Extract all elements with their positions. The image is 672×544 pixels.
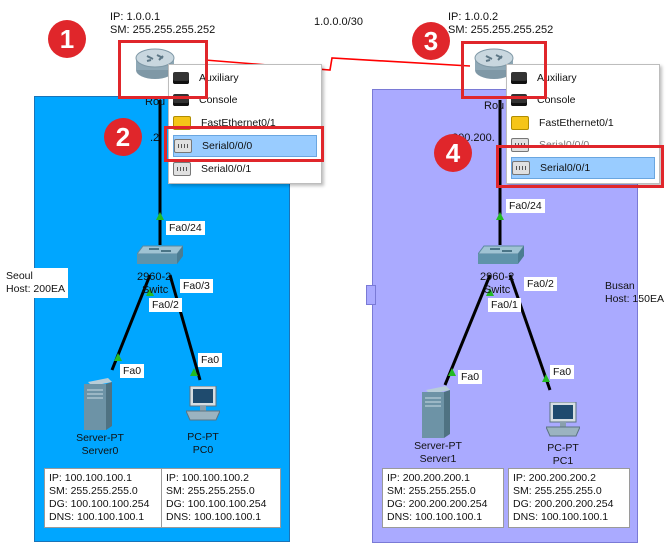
- server1-type: Server-PT: [414, 440, 462, 452]
- highlight-left-router: [118, 40, 208, 99]
- callout-step-1: 1: [48, 20, 86, 58]
- pc-icon: [185, 385, 221, 421]
- pc1-name: PC1: [552, 455, 574, 467]
- server-icon: [422, 386, 450, 438]
- server1[interactable]: [422, 386, 450, 441]
- left-switch-model: 2960-2: [137, 271, 172, 283]
- pc1-config-note: IP: 200.200.200.2 SM: 255.255.255.0 DG: …: [508, 468, 630, 528]
- busan-area-resize-handle[interactable]: [366, 285, 376, 305]
- port-up-light: [448, 368, 456, 376]
- router-icon: [474, 48, 514, 79]
- left-router-sm: SM: 255.255.255.252: [110, 24, 216, 36]
- busan-host-label: Busan Host: 150EA: [605, 280, 664, 305]
- port-up-light: [542, 374, 550, 382]
- pc0-name: PC0: [192, 444, 214, 456]
- port-up-light: [146, 288, 154, 296]
- menu-item-serial001[interactable]: Serial0/0/1: [511, 157, 655, 179]
- callout-step-4: 4: [434, 134, 472, 172]
- server1-name: Server1: [419, 453, 457, 465]
- left-port-server-fa0: Fa0: [120, 364, 145, 378]
- left-router-ip: IP: 1.0.0.1: [110, 11, 161, 23]
- serial-port-icon: [512, 161, 530, 175]
- pc-icon: [545, 401, 581, 437]
- left-port-fa03: Fa0/3: [180, 279, 213, 293]
- server-icon: [84, 378, 112, 430]
- right-switch-name: Switc: [484, 284, 511, 296]
- pc0-config-note: IP: 100.100.100.2 SM: 255.255.255.0 DG: …: [161, 468, 281, 528]
- switch-icon: [477, 245, 525, 264]
- left-port-pc-fa0: Fa0: [198, 353, 223, 367]
- serial-port-icon: [173, 162, 191, 176]
- port-up-light: [156, 212, 164, 220]
- port-up-light: [190, 368, 198, 376]
- router-icon: [135, 48, 175, 79]
- highlight-left-serial000: [164, 126, 324, 162]
- port-up-light: [496, 212, 504, 220]
- seoul-host-label: Seoul Host: 200EA: [3, 268, 68, 298]
- pc0-type: PC-PT: [187, 431, 219, 443]
- serial-port-icon: [174, 139, 192, 153]
- right-router-ip: IP: 1.0.0.2: [448, 11, 499, 23]
- port-icon: [173, 72, 189, 84]
- ethernet-port-icon: [511, 116, 529, 130]
- right-switch[interactable]: [477, 244, 525, 271]
- left-switch-pc-cable: [168, 274, 202, 381]
- menu-item-serial000[interactable]: Serial0/0/0: [173, 135, 317, 157]
- port-up-light: [486, 288, 494, 296]
- left-router-port-menu: Auxiliary Console FastEthernet0/1 Serial…: [168, 64, 322, 184]
- right-switch-model: 2960-2: [480, 271, 515, 283]
- left-switch-name: Switc: [142, 284, 169, 296]
- right-switch-server-cable: [443, 274, 492, 386]
- left-port-fa02: Fa0/2: [149, 298, 182, 312]
- highlight-right-serial001: [496, 145, 664, 188]
- menu-item-auxiliary[interactable]: Auxiliary: [173, 68, 239, 88]
- left-switch[interactable]: [136, 244, 184, 271]
- pc0[interactable]: [185, 385, 221, 425]
- server0-type: Server-PT: [76, 432, 124, 444]
- right-router-sm: SM: 255.255.255.252: [448, 24, 554, 36]
- port-icon: [511, 72, 527, 84]
- left-router-name: Rou: [145, 96, 166, 108]
- server0[interactable]: [84, 378, 112, 433]
- highlight-right-router: [461, 41, 547, 99]
- server0-name: Server0: [81, 445, 119, 457]
- right-switch-pc-cable: [508, 274, 552, 391]
- switch-icon: [136, 245, 184, 264]
- serial-network-label: 1.0.0.0/30: [314, 16, 363, 28]
- right-port-fa02: Fa0/2: [524, 277, 557, 291]
- server0-config-note: IP: 100.100.100.1 SM: 255.255.255.0 DG: …: [44, 468, 164, 528]
- right-port-fa01: Fa0/1: [488, 298, 521, 312]
- right-router[interactable]: [472, 44, 516, 87]
- port-up-light: [114, 353, 122, 361]
- left-router-partial-ip: .2: [150, 132, 160, 144]
- left-port-fa024: Fa0/24: [166, 221, 205, 235]
- pc1-type: PC-PT: [547, 442, 579, 454]
- right-port-server-fa0: Fa0: [458, 370, 483, 384]
- menu-item-serial001[interactable]: Serial0/0/1: [173, 159, 251, 179]
- callout-step-3: 3: [412, 22, 450, 60]
- right-router-name: Rou: [484, 100, 505, 112]
- callout-step-2: 2: [104, 118, 142, 156]
- server1-config-note: IP: 200.200.200.1 SM: 255.255.255.0 DG: …: [382, 468, 504, 528]
- left-router[interactable]: [133, 44, 177, 87]
- right-port-fa024: Fa0/24: [506, 199, 545, 213]
- right-port-pc-fa0: Fa0: [550, 365, 575, 379]
- pc1[interactable]: [545, 401, 581, 441]
- menu-item-fastethernet[interactable]: FastEthernet0/1: [511, 113, 614, 133]
